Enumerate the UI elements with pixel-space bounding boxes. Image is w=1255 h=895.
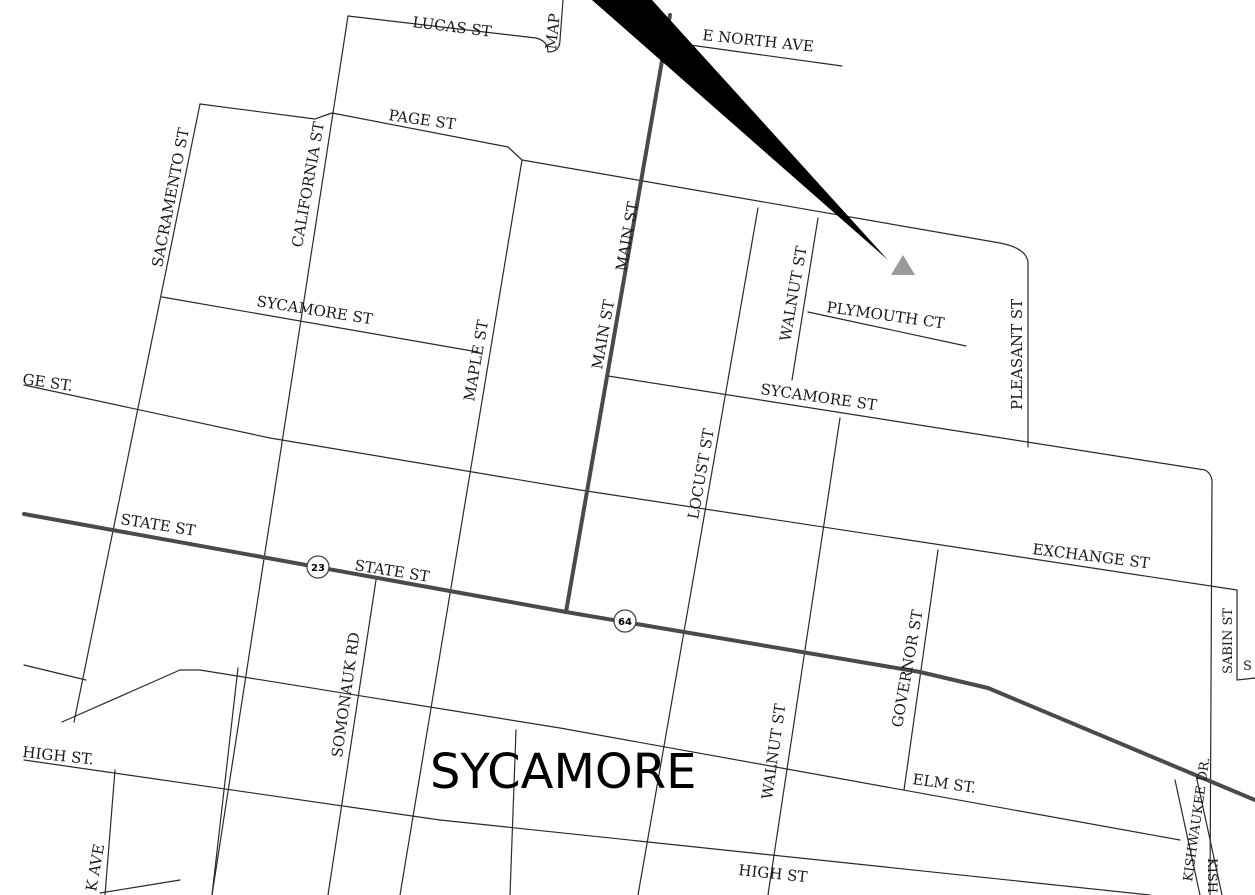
somonauk-rd: [327, 579, 377, 895]
ridge-st: [23, 384, 1238, 591]
highways: [22, 13, 1255, 802]
pleasant-st-label: PLEASANT ST: [1008, 299, 1026, 410]
sabin-st: [1236, 589, 1255, 681]
page-st: [199, 103, 1029, 263]
sycamore-st-west-label: SYCAMORE ST: [255, 292, 374, 328]
lucas-st: [347, 15, 549, 53]
plymouth-ct: [807, 311, 967, 347]
route-23-shield: 23: [306, 555, 330, 579]
high-st-west-2: [23, 759, 441, 821]
high-st-west-label: HIGH ST.: [22, 743, 95, 768]
old-diagonal: [61, 669, 561, 729]
elm-st: [559, 727, 1181, 841]
pointer-wedge: [592, 0, 888, 260]
kish-label: KISH: [1204, 858, 1219, 893]
street-ns-b: [104, 769, 116, 895]
california-st: [211, 15, 349, 895]
maple-top-label: MAP: [542, 12, 564, 50]
plymouth-ct-label: PLYMOUTH CT: [825, 298, 945, 332]
sycamore-st-west: [161, 296, 479, 353]
locust-st: [637, 207, 759, 895]
sycamore-st-east: [607, 375, 1213, 895]
route-23-label: 23: [311, 563, 325, 574]
maple-st-label: MAPLE ST: [460, 319, 492, 403]
street-bottom-left: [99, 879, 181, 894]
high-st-west: [23, 664, 87, 681]
maple-top: [547, 0, 564, 53]
walnut-st-lower: [767, 417, 841, 895]
main-st-highway: [564, 13, 672, 614]
state-st-highway: [22, 512, 1255, 802]
e-north-ave-label: E NORTH AVE: [702, 26, 815, 56]
city-name: SYCAMORE: [430, 744, 696, 800]
kishwaukee-dr-2: [1195, 774, 1223, 895]
sacramento-st: [73, 103, 201, 723]
triangle-marker: [891, 255, 915, 275]
walnut-st-upper: [791, 217, 819, 381]
sabin-st-s-label: S: [1243, 659, 1252, 674]
high-st-south-label: HIGH ST: [738, 861, 809, 886]
locust-st-label: LOCUST ST: [684, 427, 718, 520]
route-64-shield: 64: [613, 609, 637, 633]
main-st-upper-label: MAIN ST: [612, 200, 642, 272]
street-network: [23, 0, 1255, 895]
route-64-label: 64: [618, 617, 632, 628]
street-ns-c: [509, 729, 517, 895]
kishwaukee-dr: [1174, 779, 1201, 895]
street-ns-a: [211, 667, 239, 895]
page-st-label: PAGE ST: [387, 106, 456, 133]
maple-st: [399, 159, 523, 895]
governor-st: [903, 549, 939, 791]
sabin-st-label: SABIN ST: [1221, 608, 1236, 674]
e-north-ave: [689, 44, 843, 67]
high-st-south: [439, 819, 1151, 895]
lucas-st-label: LUCAS ST: [412, 13, 493, 41]
k-ave-label: K AVE: [82, 842, 108, 892]
ridge-st-label: GE ST.: [21, 370, 74, 395]
